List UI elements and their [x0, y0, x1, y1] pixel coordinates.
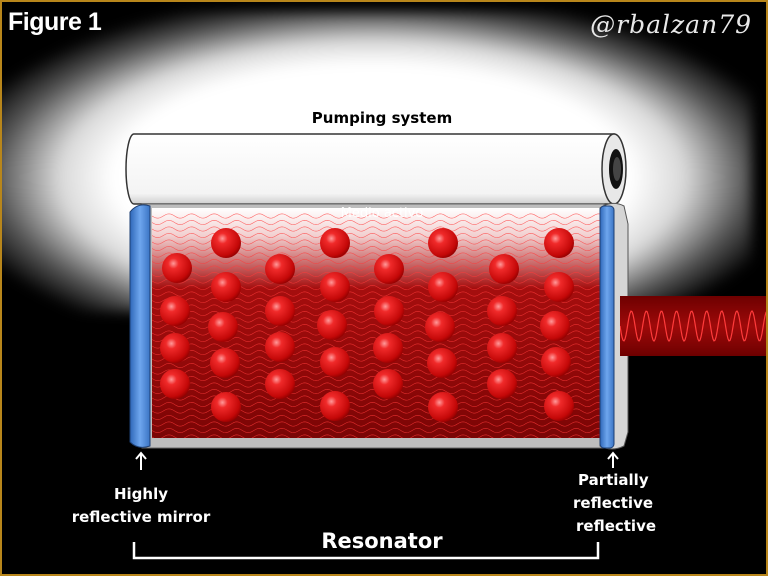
atom: [373, 333, 403, 363]
atom: [162, 253, 192, 283]
atom: [427, 348, 457, 378]
author-watermark: @rbalzan79: [590, 10, 752, 39]
active-medium-label: Medio activo: [340, 206, 424, 221]
atom: [211, 228, 241, 258]
atom: [210, 348, 240, 378]
wave-line: [152, 427, 600, 434]
atom: [544, 272, 574, 302]
wave-line: [152, 219, 600, 226]
atom: [374, 296, 404, 326]
wave-line: [152, 297, 600, 304]
atom: [320, 391, 350, 421]
atom: [320, 347, 350, 377]
atom: [265, 254, 295, 284]
atom: [487, 296, 517, 326]
atom: [487, 333, 517, 363]
wave-line: [152, 213, 600, 219]
atom: [160, 369, 190, 399]
partially-reflective-mirror: [599, 202, 629, 450]
pumping-system-label: Pumping system: [311, 109, 453, 127]
atom: [487, 369, 517, 399]
right-mirror-label: Partially reflective reflective: [562, 469, 672, 538]
atom: [211, 392, 241, 422]
atom: [160, 333, 190, 363]
atom: [425, 312, 455, 342]
wave-line: [152, 434, 600, 438]
atom: [211, 272, 241, 302]
atom: [428, 392, 458, 422]
atom: [160, 296, 190, 326]
atom: [373, 369, 403, 399]
output-laser-beam: [620, 296, 766, 356]
atom: [428, 228, 458, 258]
atom: [320, 272, 350, 302]
left-mirror-label: Highly reflective mirror: [46, 483, 236, 529]
atom: [317, 310, 347, 340]
right-mirror-label-line1: Partially: [578, 471, 649, 489]
right-mirror-label-line2: reflective: [573, 494, 654, 512]
atom: [265, 332, 295, 362]
wave-line: [152, 421, 600, 427]
atom: [265, 296, 295, 326]
left-mirror-label-line1: Highly: [113, 485, 169, 503]
atom: [265, 369, 295, 399]
atom: [320, 228, 350, 258]
pumping-system-tube: [125, 133, 627, 205]
right-mirror-label-line3: reflective: [576, 517, 657, 535]
atom: [540, 311, 570, 341]
atom: [489, 254, 519, 284]
beam-wave: [620, 310, 766, 342]
left-mirror-label-line2: reflective mirror: [71, 508, 211, 526]
figure-title: Figure 1: [8, 8, 102, 36]
resonator-bracket: [132, 542, 600, 560]
atom: [544, 228, 574, 258]
excited-atoms: [160, 228, 574, 422]
atom: [428, 272, 458, 302]
right-mirror-arrow: [607, 451, 619, 468]
atom: [374, 254, 404, 284]
resonator-label: Resonator: [321, 529, 443, 553]
atom: [544, 391, 574, 421]
active-medium: [141, 203, 605, 449]
highly-reflective-mirror: [129, 204, 151, 448]
atom: [541, 347, 571, 377]
left-mirror-arrow: [135, 451, 147, 470]
atom: [208, 312, 238, 342]
